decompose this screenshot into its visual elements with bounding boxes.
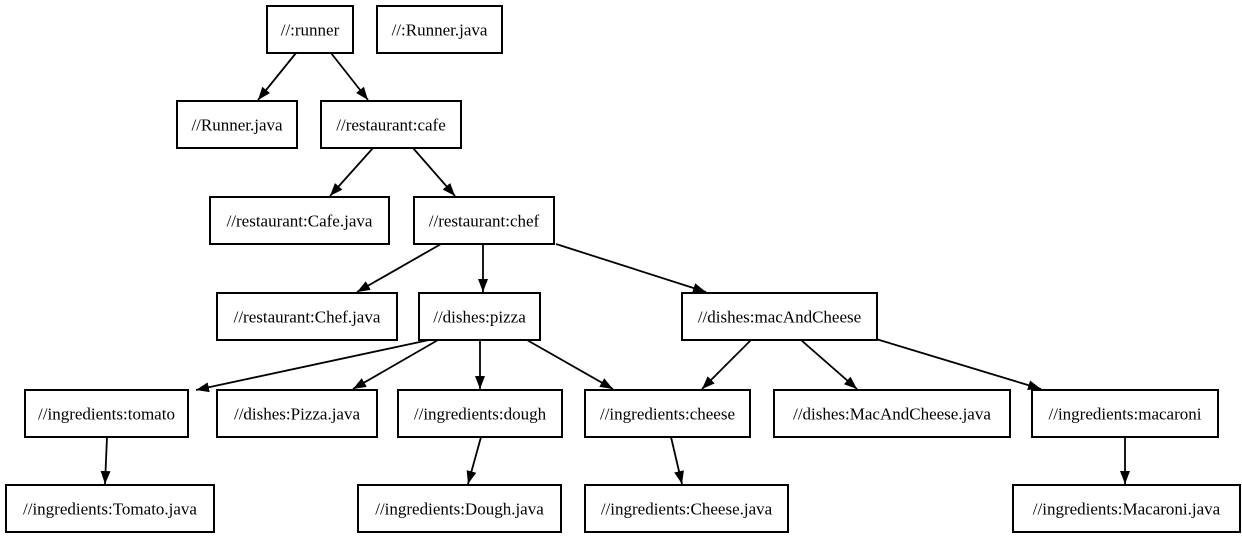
node-box-runner-java-decl [376, 5, 503, 54]
node-box-runner [266, 5, 354, 54]
node-chef-java: //restaurant:Chef.java [216, 292, 398, 341]
edge-mac-and-cheese-to-macaroni [875, 338, 1042, 391]
edge-mac-and-cheese-to-mac-and-cheese-java [800, 339, 858, 390]
node-pizza: //dishes:pizza [418, 292, 541, 341]
edge-cafe-to-cafe-java [329, 147, 374, 197]
node-mac-and-cheese: //dishes:macAndCheese [681, 292, 878, 341]
node-mac-and-cheese-java: //dishes:MacAndCheese.java [773, 389, 1011, 438]
node-dough: //ingredients:dough [397, 389, 563, 438]
node-label-cheese: //ingredients:cheese [600, 405, 735, 424]
node-tomato-java: //ingredients:Tomato.java [5, 484, 215, 533]
node-label-chef-java: //restaurant:Chef.java [234, 308, 381, 327]
node-label-pizza: //dishes:pizza [433, 308, 526, 327]
node-box-mac-and-cheese [681, 292, 878, 341]
node-runner-java: //Runner.java [176, 100, 298, 149]
node-cafe: //restaurant:cafe [320, 100, 462, 149]
edge-pizza-to-tomato [195, 339, 430, 393]
edge-mac-and-cheese-to-cheese [701, 339, 752, 390]
node-label-mac-and-cheese-java: //dishes:MacAndCheese.java [793, 405, 991, 424]
edge-chef-to-mac-and-cheese [555, 243, 707, 293]
node-box-pizza-java [216, 389, 378, 438]
edge-cafe-to-chef [412, 147, 456, 197]
node-box-dough [397, 389, 563, 438]
edge-runner-to-runner-java [257, 52, 297, 101]
node-label-macaroni: //ingredients:macaroni [1049, 405, 1202, 424]
node-label-tomato-java: //ingredients:Tomato.java [23, 500, 197, 519]
node-label-runner-java-decl: //:Runner.java [392, 21, 488, 40]
node-label-cafe: //restaurant:cafe [336, 116, 446, 135]
node-dough-java: //ingredients:Dough.java [357, 484, 562, 533]
edge-tomato-to-tomato-java [100, 436, 111, 485]
node-box-cheese-java [584, 484, 789, 533]
edge-runner-to-cafe [330, 52, 369, 101]
node-box-dough-java [357, 484, 562, 533]
node-box-chef [413, 196, 555, 245]
node-macaroni: //ingredients:macaroni [1031, 389, 1219, 438]
edge-pizza-to-cheese [526, 339, 614, 390]
node-label-dough-java: //ingredients:Dough.java [375, 500, 544, 519]
edges-layer [100, 52, 1130, 485]
edge-pizza-to-pizza-java [352, 339, 439, 390]
node-label-cafe-java: //restaurant:Cafe.java [227, 212, 373, 231]
node-box-macaroni [1031, 389, 1219, 438]
node-box-chef-java [216, 292, 398, 341]
node-cheese: //ingredients:cheese [584, 389, 751, 438]
node-label-runner: //:runner [281, 21, 340, 40]
node-label-macaroni-java: //ingredients:Macaroni.java [1033, 500, 1221, 519]
node-chef: //restaurant:chef [413, 196, 555, 245]
edge-dough-to-dough-java [466, 436, 482, 485]
node-pizza-java: //dishes:Pizza.java [216, 389, 378, 438]
node-runner: //:runner [266, 5, 354, 54]
node-label-mac-and-cheese: //dishes:macAndCheese [698, 308, 861, 327]
node-cafe-java: //restaurant:Cafe.java [209, 196, 390, 245]
node-box-pizza [418, 292, 541, 341]
node-label-tomato: //ingredients:tomato [38, 405, 175, 424]
node-box-cheese [584, 389, 751, 438]
node-macaroni-java: //ingredients:Macaroni.java [1012, 484, 1241, 533]
edge-chef-to-chef-java [356, 243, 442, 293]
node-box-mac-and-cheese-java [773, 389, 1011, 438]
node-box-tomato-java [5, 484, 215, 533]
node-box-runner-java [176, 100, 298, 149]
node-tomato: //ingredients:tomato [24, 389, 189, 438]
node-box-tomato [24, 389, 189, 438]
node-label-runner-java: //Runner.java [191, 116, 283, 135]
node-box-macaroni-java [1012, 484, 1241, 533]
node-label-chef: //restaurant:chef [429, 212, 540, 231]
edge-cheese-to-cheese-java [670, 436, 684, 485]
nodes-layer: //:runner //:Runner.java //Runner.java //re… [5, 5, 1241, 533]
node-runner-java-decl: //:Runner.java [376, 5, 503, 54]
node-label-cheese-java: //ingredients:Cheese.java [601, 500, 773, 519]
node-label-dough: //ingredients:dough [414, 405, 547, 424]
node-box-cafe [320, 100, 462, 149]
node-label-pizza-java: //dishes:Pizza.java [234, 405, 361, 424]
node-cheese-java: //ingredients:Cheese.java [584, 484, 789, 533]
node-box-cafe-java [209, 196, 390, 245]
